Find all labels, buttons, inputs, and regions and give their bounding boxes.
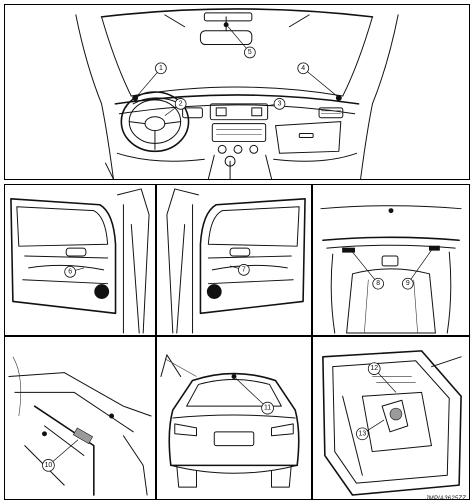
callout-4: 4 (297, 62, 338, 97)
svg-text:2: 2 (179, 100, 183, 107)
pillar-interior-drawing: 10 (8, 356, 152, 496)
callout-12: 12 (367, 362, 397, 393)
rear-vehicle-drawing: 11 (160, 354, 300, 488)
svg-text:7: 7 (242, 266, 246, 273)
callout-7: 7 (229, 264, 250, 276)
svg-text:9: 9 (406, 280, 410, 287)
figure-code: JMPIA3625ZZ (425, 496, 466, 502)
trunk-lid-view: 12 13 (312, 336, 470, 500)
callout-13: 13 (356, 419, 385, 441)
callout-9: 9 (401, 249, 432, 290)
callout-6: 6 (64, 266, 85, 278)
callout-8: 8 (352, 251, 384, 290)
svg-text:12: 12 (370, 365, 378, 372)
svg-text:3: 3 (278, 100, 282, 107)
callout-1: 1 (136, 62, 167, 97)
front-door-lh-view: 6 (4, 184, 156, 336)
svg-text:8: 8 (376, 280, 380, 287)
callout-11: 11 (235, 378, 274, 415)
svg-text:5: 5 (248, 49, 252, 56)
svg-text:11: 11 (264, 405, 271, 412)
svg-text:10: 10 (45, 462, 53, 469)
callout-5: 5 (227, 26, 256, 59)
callout-10: 10 (42, 439, 79, 472)
svg-text:6: 6 (68, 268, 72, 275)
front-door-lh-drawing: 6 (10, 188, 150, 334)
svg-text:13: 13 (359, 430, 367, 437)
callout-2: 2 (164, 98, 187, 117)
roof-console-drawing: 8 9 (320, 205, 462, 334)
dashboard-drawing: 1 2 3 4 5 (75, 8, 399, 179)
front-door-rh-view: 7 (156, 184, 312, 336)
callout-3: 3 (265, 98, 286, 110)
trunk-lid-drawing: 12 13 (322, 350, 462, 496)
svg-text:4: 4 (301, 65, 305, 72)
front-door-rh-drawing: 7 (166, 188, 306, 334)
rear-vehicle-view: 11 (156, 336, 312, 500)
pillar-interior-view: 10 (4, 336, 156, 500)
roof-console-view: 8 9 (312, 184, 470, 336)
instrument-panel-view: 1 2 3 4 5 (4, 4, 470, 180)
svg-text:1: 1 (159, 65, 163, 72)
